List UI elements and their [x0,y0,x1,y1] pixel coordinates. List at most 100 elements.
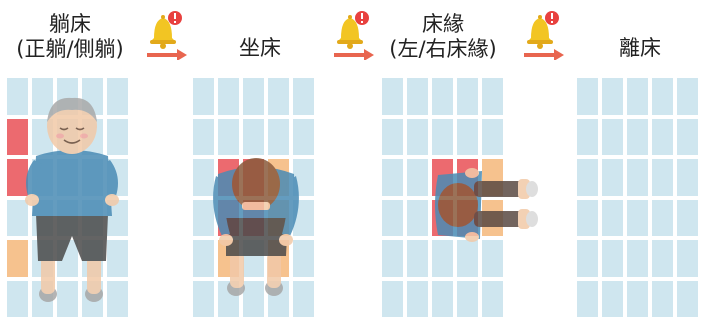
sensor-cell [457,240,478,277]
sensor-cell [293,159,314,196]
sensor-cell [677,240,698,277]
sensor-cell [7,280,28,317]
stage-subtitle: (正躺/側躺) [16,37,124,61]
stage-label-bed-edge: 床緣 (左/右床緣) [373,12,513,62]
sensor-cell [652,280,673,317]
sensor-cell [457,280,478,317]
sensor-cell [218,78,239,115]
sensor-cell [107,199,128,236]
sensor-cell-high-pressure [457,199,478,236]
sensor-cell [107,159,128,196]
alert-badge-icon [355,11,369,25]
sensor-cell [193,78,214,115]
sensor-cell [82,240,103,277]
sensor-cell [407,199,428,236]
stage-label-leaving: 離床 [580,36,700,61]
sensor-cell [577,240,598,277]
sensor-cell [193,118,214,155]
sensor-cell [602,280,623,317]
sensor-cell-low-pressure [482,159,503,196]
sensor-cell [432,240,453,277]
sensor-grid-lying [7,78,128,317]
sensor-cell [677,78,698,115]
stage-title: 床緣 [422,12,464,36]
sensor-cell [268,118,289,155]
stage-title: 坐床 [239,36,281,60]
sensor-cell [107,78,128,115]
right-arrow-icon [524,49,564,60]
sensor-cell [407,78,428,115]
sensor-cell [193,159,214,196]
sensor-cell [32,240,53,277]
sensor-cell [382,118,403,155]
sensor-cell [243,240,264,277]
sensor-cell-high-pressure [432,199,453,236]
sensor-cell [577,280,598,317]
sensor-cell [577,78,598,115]
alert-badge-icon [545,11,559,25]
sensor-cell [382,159,403,196]
sensor-cell [7,199,28,236]
sensor-cell [602,199,623,236]
sensor-cell [407,240,428,277]
sensor-cell [82,118,103,155]
notifier-2 [334,11,374,60]
sensor-cell [107,118,128,155]
sensor-cell [293,118,314,155]
sensor-cell [577,118,598,155]
sensor-cell [577,199,598,236]
sensor-cell-low-pressure [482,199,503,236]
sensor-grid-leaving [577,78,698,317]
sensor-cell [82,199,103,236]
sensor-cell-high-pressure [243,199,264,236]
sensor-cell-low-pressure [268,199,289,236]
sensor-cell-low-pressure [218,240,239,277]
right-arrow-icon [147,49,187,60]
sensor-cell [293,199,314,236]
sensor-grid-sitting [193,78,314,317]
sensor-cell [652,118,673,155]
sensor-cell [57,199,78,236]
sensor-cell [57,240,78,277]
sensor-cell [382,199,403,236]
sensor-cell [677,159,698,196]
notifier-3 [524,11,564,60]
bell-icon [337,15,363,49]
sensor-cell [57,118,78,155]
sensor-cell [382,78,403,115]
sensor-cell-high-pressure [432,159,453,196]
sensor-cell [627,78,648,115]
sensor-cell [243,280,264,317]
stage-subtitle: (左/右床緣) [389,37,497,61]
sensor-cell [57,159,78,196]
sensor-cell [293,240,314,277]
sensor-cell [218,280,239,317]
sensor-cell [602,118,623,155]
sensor-cell [193,240,214,277]
sensor-cell [32,118,53,155]
sensor-cell [627,240,648,277]
sensor-cell [268,280,289,317]
stage-label-lying: 躺床 (正躺/側躺) [0,12,140,62]
sensor-cell-high-pressure [218,159,239,196]
right-arrow-icon [334,49,374,60]
sensor-cell [32,78,53,115]
sensor-cell-high-pressure [457,159,478,196]
sensor-cell [602,159,623,196]
sensor-cell [432,78,453,115]
sensor-cell [57,280,78,317]
sensor-cell [482,280,503,317]
sensor-cell [82,159,103,196]
sensor-cell [652,78,673,115]
sensor-cell [243,118,264,155]
stage-title: 離床 [619,36,661,60]
sensor-cell [602,240,623,277]
sensor-cell [432,118,453,155]
notifier-1 [147,11,187,60]
sensor-cell [407,159,428,196]
sensor-cell [482,78,503,115]
alert-badge-icon [168,11,182,25]
sensor-cell-high-pressure [7,118,28,155]
sensor-cell [82,78,103,115]
sensor-cell [577,159,598,196]
